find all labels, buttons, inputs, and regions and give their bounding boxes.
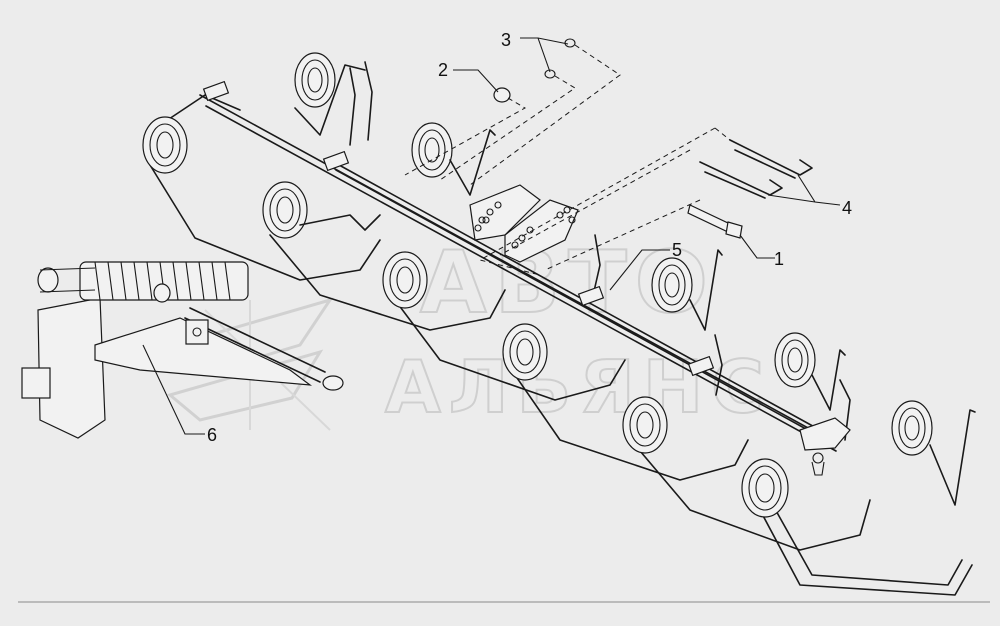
spring-tine [622,396,871,551]
bar-clamps [202,80,715,377]
tine-bar [199,94,837,452]
callout-leaders [142,37,841,435]
spring-tines [142,52,976,596]
callout-6: 6 [207,425,217,445]
callout-5: 5 [672,240,682,260]
spring-tine [294,52,373,146]
spring-tensioner [21,261,344,439]
callout-3: 3 [501,30,511,50]
spring-tine [839,379,976,506]
spring-tine [741,458,973,596]
callout-2: 2 [438,60,448,80]
callout-1: 1 [774,249,784,269]
spring-tine [262,181,506,331]
spring-tine [591,234,723,331]
callout-4: 4 [842,198,852,218]
spring-tine [411,122,496,196]
spring-tine [142,94,381,281]
hardware-pins [699,139,813,199]
watermark-text-bottom: АЛЬЯНС [385,345,772,429]
assembly-lines [404,44,731,276]
spring-tine [382,251,626,401]
end-clamp [799,417,851,476]
spring-tine [502,323,749,481]
hardware-bolt [687,204,743,239]
spring-tine [714,332,846,411]
